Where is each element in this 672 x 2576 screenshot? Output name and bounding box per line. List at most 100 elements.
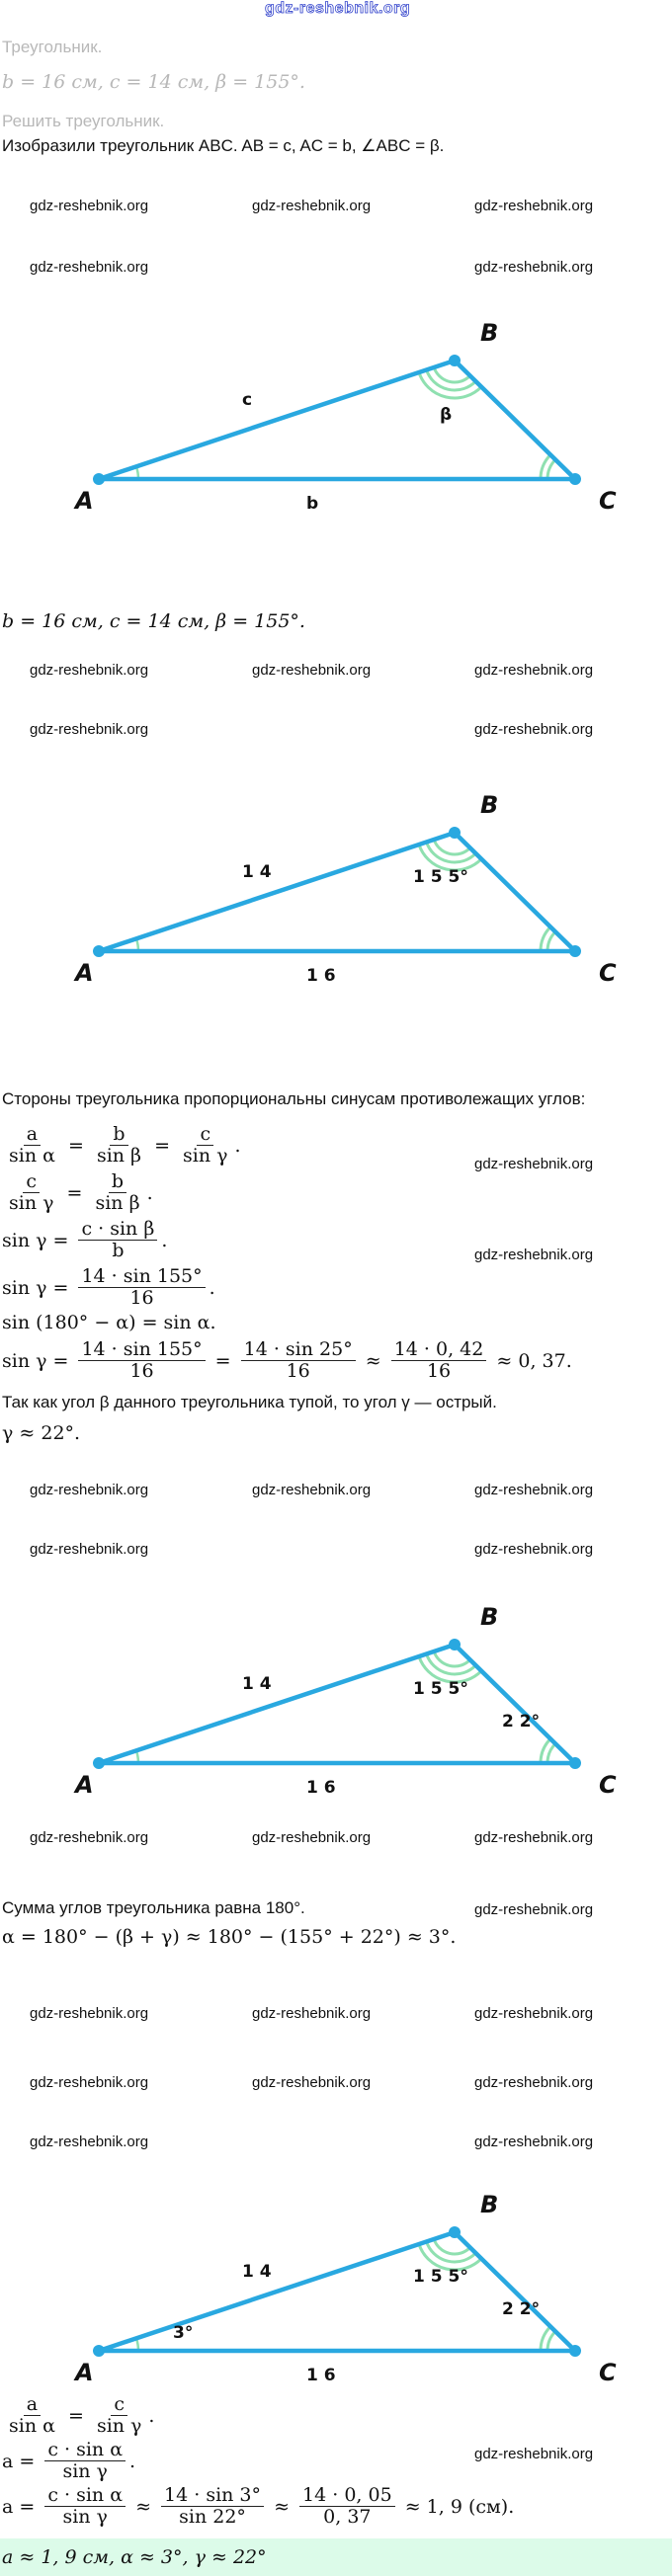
side-b-label: 1 6 bbox=[306, 2366, 336, 2385]
watermark: gdz-reshebnik.org bbox=[474, 198, 594, 214]
formula-term: . bbox=[146, 1181, 153, 1204]
watermark: gdz-reshebnik.org bbox=[474, 2133, 594, 2150]
watermark: gdz-reshebnik.org bbox=[474, 2074, 594, 2091]
formula-sin-gamma-values: sin γ = 14 · sin 155°16. bbox=[2, 1266, 215, 1309]
numerator: c bbox=[23, 1171, 41, 1193]
watermark: gdz-reshebnik.org bbox=[30, 259, 149, 276]
vertex-a-label: A bbox=[73, 487, 94, 515]
watermark: gdz-reshebnik.org bbox=[252, 2074, 372, 2091]
formula-term: = bbox=[209, 1349, 237, 1372]
watermark: gdz-reshebnik.org bbox=[30, 2074, 149, 2091]
angle-c-label: 2 2° bbox=[502, 1712, 540, 1731]
numerator: 14 · sin 3° bbox=[161, 2485, 265, 2507]
vertex-b-label: B bbox=[480, 319, 498, 347]
fraction: 14 · sin 155°16 bbox=[78, 1339, 206, 1382]
formula-term: ≈ 1, 9 (см). bbox=[398, 2495, 515, 2518]
denominator: sin α bbox=[9, 1145, 55, 1167]
angle-b-arc bbox=[417, 844, 483, 872]
formula-term: = bbox=[60, 1181, 89, 1204]
watermark: gdz-reshebnik.org bbox=[474, 1541, 594, 1558]
vertex-a-label: A bbox=[73, 2359, 94, 2386]
watermark: gdz-reshebnik.org bbox=[252, 198, 372, 214]
numerator: 14 · 0, 05 bbox=[299, 2485, 395, 2507]
angle-b-arc bbox=[432, 1650, 471, 1668]
vertex-b-dot bbox=[449, 1639, 461, 1650]
angle-b-arc bbox=[425, 841, 477, 864]
formula-term: a = bbox=[2, 2495, 42, 2518]
formula-term: = bbox=[61, 2404, 90, 2427]
angle-c-arc bbox=[546, 2330, 557, 2352]
watermark: gdz-reshebnik.org bbox=[252, 2005, 372, 2022]
formula-term: sin γ = bbox=[2, 1349, 75, 1372]
numerator: 14 · 0, 42 bbox=[390, 1339, 487, 1361]
angle-b-arc bbox=[425, 368, 477, 392]
watermark: gdz-reshebnik.org bbox=[252, 1829, 372, 1846]
watermark: gdz-reshebnik.org bbox=[30, 1829, 149, 1846]
numerator: b bbox=[110, 1124, 128, 1146]
fraction: 14 · sin 3°sin 22° bbox=[161, 2485, 265, 2528]
denominator: 16 bbox=[286, 1360, 310, 1382]
formula-term: sin γ = bbox=[2, 1229, 75, 1251]
numerator: b bbox=[108, 1171, 127, 1193]
angle-b-label: 1 5 5° bbox=[413, 1679, 468, 1699]
angle-b-label: β bbox=[440, 405, 452, 425]
given-repeat: b = 16 см, c = 14 см, β = 155°. bbox=[2, 610, 305, 632]
formula-term: . bbox=[209, 1276, 215, 1299]
numerator: 14 · sin 25° bbox=[240, 1339, 356, 1361]
angle-b-arc bbox=[417, 371, 483, 400]
angle-b-arc bbox=[425, 2240, 477, 2264]
vertex-b-label: B bbox=[480, 791, 498, 819]
numerator: c bbox=[111, 2394, 127, 2416]
watermark: gdz-reshebnik.org bbox=[252, 662, 372, 679]
side-c-label: 1 4 bbox=[242, 862, 272, 882]
triangle-outline bbox=[96, 358, 578, 482]
angle-b-arc bbox=[425, 1652, 477, 1676]
vertex-c-dot bbox=[569, 945, 581, 957]
denominator: sin β bbox=[96, 1145, 142, 1167]
formula-term: γ ≈ 22°. bbox=[2, 1422, 81, 1444]
denominator: sin γ bbox=[96, 2415, 142, 2437]
numerator: a bbox=[23, 1124, 42, 1146]
formula-term: . bbox=[129, 2450, 136, 2472]
vertex-a-dot bbox=[93, 473, 105, 485]
obtuse-text: Так как угол β данного треугольника тупо… bbox=[2, 1393, 497, 1411]
numerator: 14 · sin 155° bbox=[78, 1339, 206, 1361]
watermark: gdz-reshebnik.org bbox=[474, 1829, 594, 1846]
side-c-label: 1 4 bbox=[242, 1674, 272, 1694]
formula-term: . bbox=[161, 1229, 168, 1251]
side-b-label: b bbox=[306, 494, 318, 514]
denominator: 16 bbox=[426, 1360, 452, 1382]
formula-gamma: γ ≈ 22°. bbox=[2, 1422, 80, 1444]
denominator: sin 22° bbox=[179, 2506, 246, 2528]
formula-sin-gamma-result: sin γ = 14 · sin 155°16 = 14 · sin 25°16… bbox=[2, 1339, 572, 1382]
triangle-outline bbox=[96, 1642, 578, 1766]
vertex-c-dot bbox=[569, 2345, 581, 2357]
vertex-a-label: A bbox=[73, 959, 94, 987]
denominator: 16 bbox=[129, 1287, 154, 1309]
denominator: sin γ bbox=[9, 1192, 54, 1214]
watermark: gdz-reshebnik.org bbox=[30, 2005, 149, 2022]
watermark: gdz-reshebnik.org bbox=[30, 2133, 149, 2150]
denominator: sin γ bbox=[62, 2506, 108, 2528]
numerator: a bbox=[23, 2394, 42, 2416]
angle-c-arc bbox=[546, 1742, 557, 1764]
watermark: gdz-reshebnik.org bbox=[30, 1482, 149, 1498]
formula-term: ≈ bbox=[359, 1349, 387, 1372]
formula-term: ≈ bbox=[268, 2495, 296, 2518]
numerator: c · sin α bbox=[44, 2440, 126, 2461]
watermark: gdz-reshebnik.org bbox=[30, 1541, 149, 1558]
formula-term: a = bbox=[2, 2450, 42, 2472]
